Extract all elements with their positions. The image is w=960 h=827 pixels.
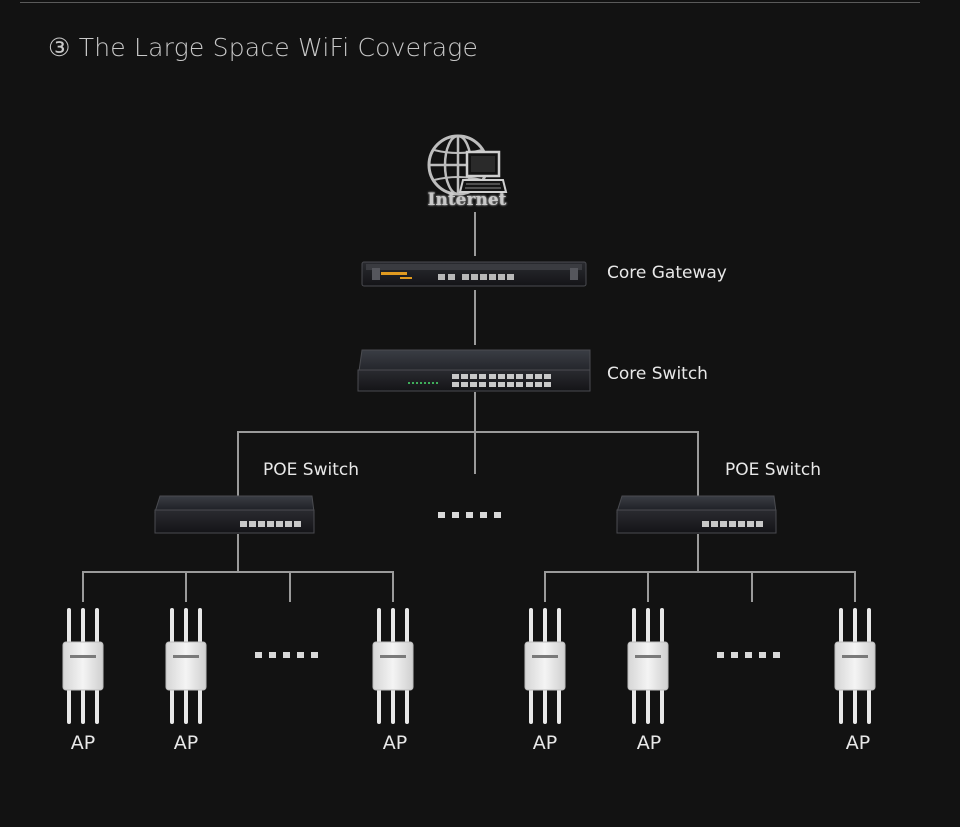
ap-label: AP [636, 732, 662, 754]
access-point-device [62, 608, 104, 724]
ap-label: AP [382, 732, 408, 754]
ap-label: AP [845, 732, 871, 754]
ellipsis-right [717, 652, 780, 658]
page-title: ③ The Large Space WiFi Coverage [48, 33, 479, 62]
poe-switch-left-device [154, 495, 315, 534]
globe-laptop-icon [427, 134, 508, 196]
ap-label: AP [532, 732, 558, 754]
internet-label: Internet [427, 190, 507, 210]
ap-label: AP [173, 732, 199, 754]
connection-lines [82, 212, 856, 602]
ellipsis-left [255, 652, 318, 658]
poe-switch-label-right: POE Switch [725, 460, 821, 480]
core-gateway-label: Core Gateway [607, 263, 727, 283]
core-switch-device [357, 349, 591, 392]
top-divider [20, 2, 920, 3]
poe-switch-right-device [616, 495, 777, 534]
ap-label: AP [70, 732, 96, 754]
poe-switch-label-left: POE Switch [263, 460, 359, 480]
core-gateway-device [361, 261, 587, 287]
core-switch-label: Core Switch [607, 364, 708, 384]
ellipsis-middle [438, 512, 501, 518]
